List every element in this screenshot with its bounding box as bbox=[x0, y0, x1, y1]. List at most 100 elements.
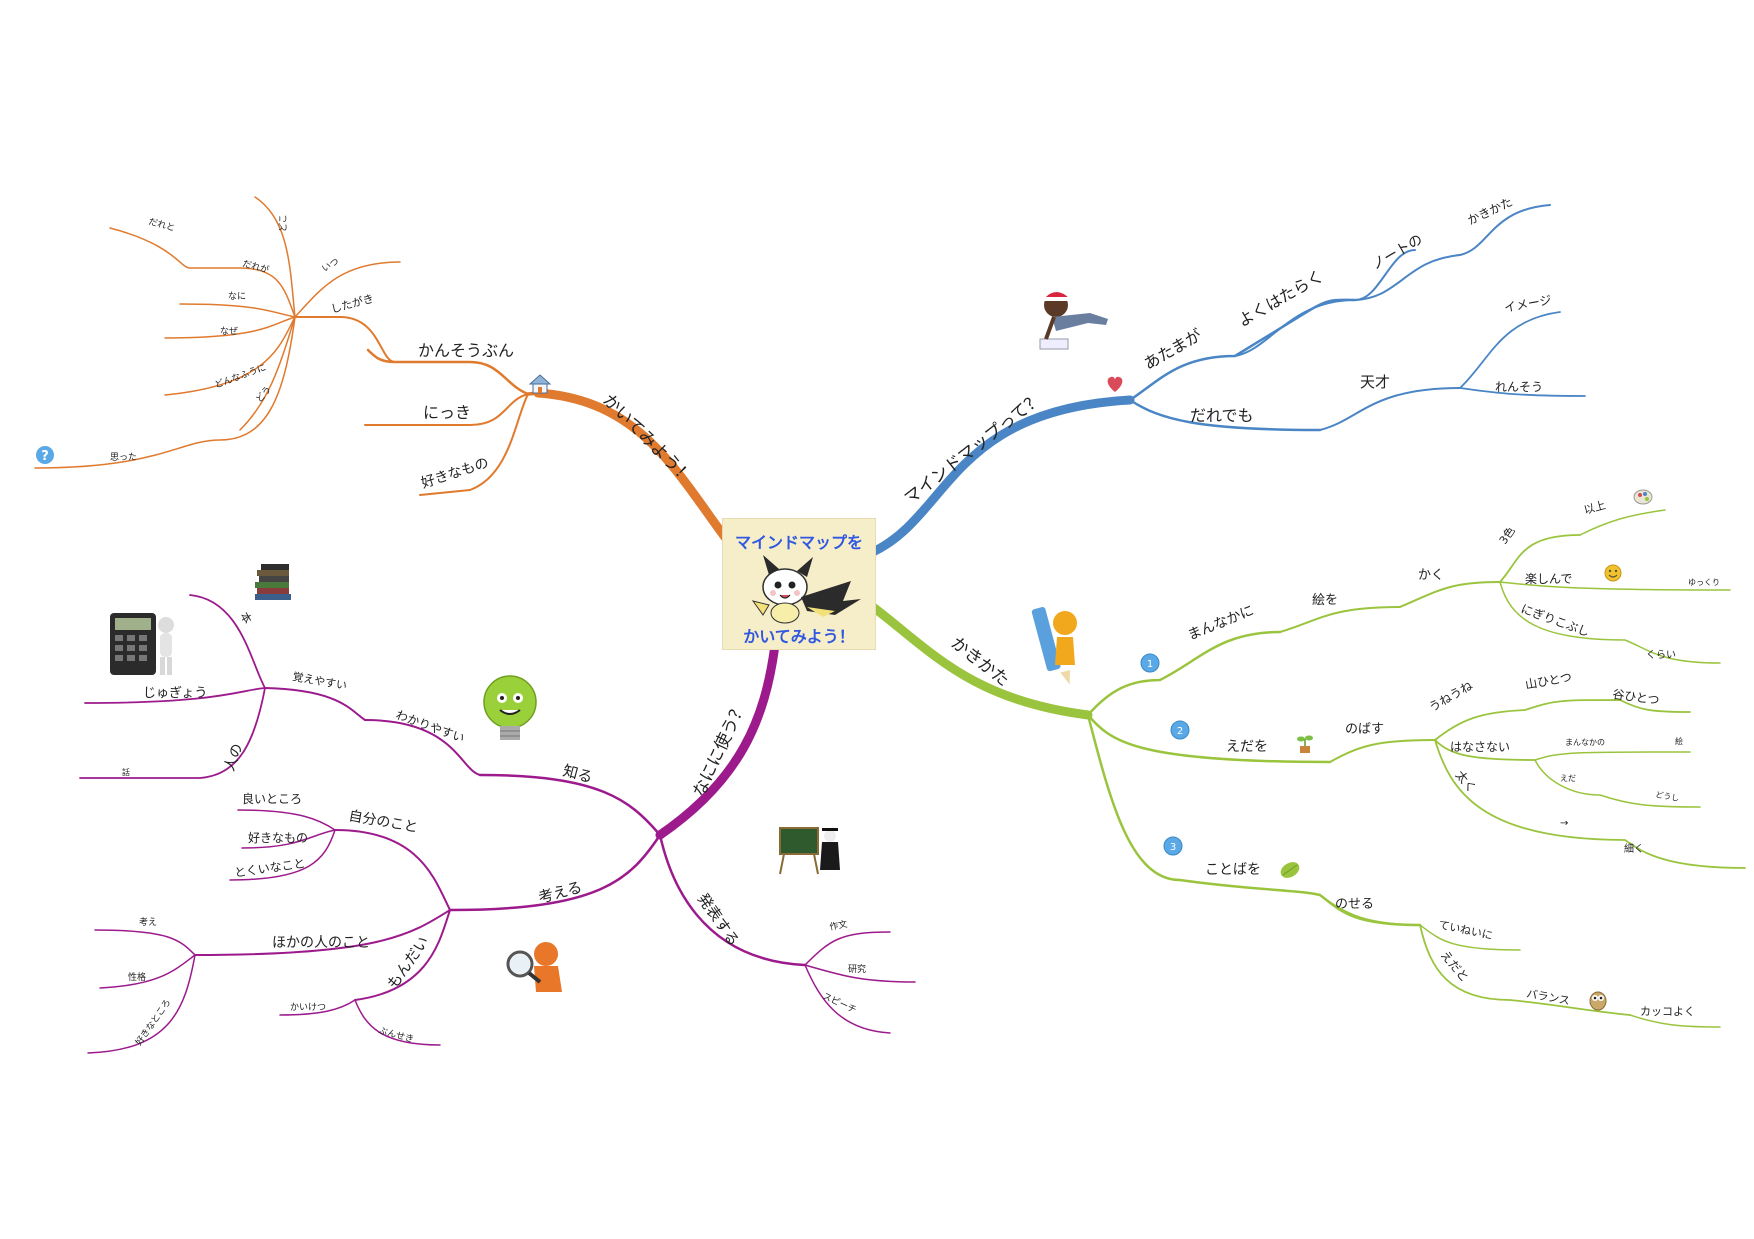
label-tanoshinde: 楽しんで bbox=[1525, 572, 1572, 586]
label-bunseki: ぶんせき bbox=[377, 1025, 415, 1045]
line-nani bbox=[179, 303, 296, 318]
label-yoitokoro: 良いところ bbox=[242, 791, 302, 806]
line-speech bbox=[804, 964, 891, 1034]
line-jugyou bbox=[84, 687, 266, 704]
label-teineini: ていねいに bbox=[1437, 918, 1494, 942]
label-uneune: うねうね bbox=[1427, 678, 1476, 714]
svg-text:3: 3 bbox=[1170, 842, 1176, 853]
label-eda: えだ bbox=[1560, 774, 1576, 783]
label-rensou: れんそう bbox=[1495, 380, 1543, 394]
label-ijou: 以上 bbox=[1582, 499, 1607, 517]
line-tensai bbox=[1319, 387, 1461, 431]
branch-blue bbox=[868, 204, 1586, 557]
label-edawo: えだを bbox=[1226, 739, 1268, 755]
central-title-line1: マインドマップを bbox=[734, 533, 863, 552]
magnifier-person-icon bbox=[506, 942, 562, 992]
teacher-icon bbox=[779, 827, 840, 875]
pencil-person-icon bbox=[1031, 607, 1077, 685]
line-rensou bbox=[1459, 387, 1586, 397]
label-yukkuri: ゆっくり bbox=[1688, 578, 1720, 587]
label-kurai: くらい bbox=[1646, 649, 1676, 661]
line-dou bbox=[239, 316, 296, 431]
line-hitono bbox=[79, 687, 266, 779]
line-nobasu bbox=[1329, 739, 1436, 763]
label-daredemo: だれでも bbox=[1190, 406, 1254, 425]
leaf-icon bbox=[1280, 862, 1300, 878]
line-ijou bbox=[1579, 509, 1666, 536]
svg-text:?: ? bbox=[41, 449, 49, 464]
branch-green bbox=[868, 509, 1746, 1028]
line-happyou bbox=[658, 833, 807, 967]
line-kakikata bbox=[1459, 204, 1551, 256]
label-ewo: 絵を bbox=[1312, 593, 1338, 608]
line-nigirikobushi bbox=[1499, 581, 1721, 664]
label-naze: なぜ bbox=[220, 326, 238, 337]
line-nikki bbox=[364, 393, 529, 426]
label-hanasanai: はなさない bbox=[1450, 740, 1510, 754]
line-donnafuuni bbox=[164, 316, 296, 396]
label-dou: どう bbox=[254, 384, 274, 405]
label-kaiketsu: かいけつ bbox=[290, 1002, 326, 1013]
label-atamaga: あたまが bbox=[1141, 325, 1206, 373]
label-darega: だれが bbox=[241, 257, 270, 276]
label-doushi: どうし bbox=[1655, 790, 1680, 803]
label-nani: なに bbox=[228, 291, 246, 302]
label-sanshoku: 3色 bbox=[1496, 524, 1518, 547]
line-tanoshinde bbox=[1499, 581, 1731, 591]
label-seikaku: 性格 bbox=[128, 971, 146, 983]
label-sakubun: 作文 bbox=[828, 918, 848, 933]
heart-icon bbox=[1107, 376, 1123, 392]
line-kenkyu bbox=[804, 964, 916, 983]
label-sukinamono: 好きなもの bbox=[419, 455, 491, 492]
line-uneune bbox=[1434, 699, 1691, 741]
line-doko bbox=[254, 196, 296, 318]
line-seikaku bbox=[99, 954, 196, 989]
line-mannakani bbox=[1086, 630, 1282, 717]
line-shitagaki bbox=[294, 316, 396, 363]
line-itsu bbox=[294, 261, 401, 318]
line-atamaga bbox=[1128, 298, 1357, 402]
line-yoitokoro bbox=[237, 809, 336, 831]
branch-purple bbox=[79, 594, 916, 1054]
line-kansoubun bbox=[366, 348, 530, 396]
label-kaku: かく bbox=[1418, 568, 1444, 583]
svg-text:2: 2 bbox=[1177, 726, 1183, 737]
smiley-icon bbox=[1604, 564, 1622, 582]
badge-1: 1 bbox=[1140, 653, 1160, 673]
line-wakariyasui bbox=[364, 719, 481, 776]
label-tanihitotsu: 谷ひとつ bbox=[1612, 687, 1661, 707]
label-omotta: 思った bbox=[110, 452, 137, 463]
label-shitagaki: したがき bbox=[329, 291, 375, 316]
label-kakkoyoku: カッコよく bbox=[1640, 1005, 1695, 1018]
label-hon: 本 bbox=[237, 610, 255, 627]
label-sukinamono2: 好きなもの bbox=[248, 831, 308, 845]
label-itsu: いつ bbox=[321, 257, 342, 275]
label-wakariyasui: わかりやすい bbox=[394, 708, 466, 746]
line-hokanohito bbox=[194, 909, 451, 956]
label-tokuinakoto: とくいなこと bbox=[233, 856, 306, 880]
label-noseru: のせる bbox=[1335, 897, 1374, 912]
calculator-icon bbox=[110, 613, 174, 675]
line-naze bbox=[164, 316, 296, 339]
line-kotobawo bbox=[1086, 713, 1422, 927]
badge-2: 2 bbox=[1170, 720, 1190, 740]
line-mannakano bbox=[1534, 751, 1691, 761]
label-doko: どこ bbox=[278, 214, 289, 232]
label-kotobawo: ことばを bbox=[1205, 862, 1261, 878]
label-nikki: にっき bbox=[423, 403, 471, 422]
label-hosoku: 細く bbox=[1624, 842, 1644, 855]
line-bunseki bbox=[354, 999, 441, 1046]
line-image bbox=[1459, 311, 1561, 389]
central-topic[interactable]: マインドマップを かいてみよう！ bbox=[722, 518, 876, 650]
line-hanasanai bbox=[1434, 739, 1536, 761]
sprout-icon bbox=[1297, 735, 1313, 753]
badge-3: 3 bbox=[1163, 836, 1183, 856]
label-nobasu: のばす bbox=[1345, 722, 1384, 737]
label-oboeyasui: 覚えやすい bbox=[291, 670, 347, 692]
label-mannakano: まんなかの bbox=[1565, 738, 1605, 747]
line-teineini bbox=[1419, 924, 1521, 951]
label-hokanohito: ほかの人のこと bbox=[272, 935, 370, 951]
label-sukinatokoro: 好きなところ bbox=[133, 997, 174, 1048]
label-blue-main: マインドマップって？ bbox=[901, 389, 1047, 509]
